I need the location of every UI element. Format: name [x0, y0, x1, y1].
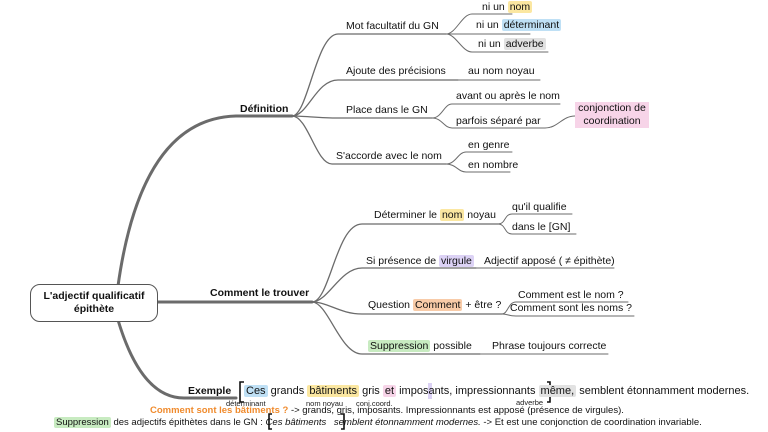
annotation-determinant: déterminant [226, 399, 266, 408]
word-batiments: bâtiments [307, 385, 360, 397]
highlight-adverbe: adverbe [503, 38, 546, 50]
branch-definition [116, 114, 294, 288]
footer-question: Comment sont les bâtiments ? [150, 405, 289, 416]
root-node[interactable]: L'adjectif qualificatif épithète [30, 284, 158, 322]
leaf-dans-le-gn: dans le [GN] [512, 221, 571, 233]
word-comma: , [449, 385, 453, 397]
root-line1: L'adjectif qualificatif [43, 290, 145, 302]
footer-line1: Comment sont les bâtiments ? -> grands, … [150, 405, 624, 416]
annotation-adverbe: adverbe [516, 398, 544, 407]
definition-label[interactable]: Définition [240, 103, 289, 115]
bracket-close-footer [341, 413, 345, 430]
leaf-adjectif-appose: Adjectif apposé ( ≠ épithète) [484, 255, 615, 267]
conjonction-box: conjonction de coordination [575, 102, 649, 128]
precisions-label[interactable]: Ajoute des précisions [346, 65, 446, 77]
footer-suppression: Suppression [54, 417, 111, 428]
highlight-determinant: déterminant [501, 19, 562, 31]
highlight-virgule: virgule [438, 255, 474, 267]
leaf-ni-un-adverbe: ni un adverbe [478, 38, 546, 50]
leaf-ni-un-determinant: ni un déterminant [476, 19, 562, 31]
word-ces: Ces [244, 385, 268, 397]
bracket-open-footer [268, 413, 272, 430]
leaf-au-nom-noyau: au nom noyau [468, 65, 535, 77]
branch-exemple [116, 318, 238, 400]
leaf-en-nombre: en nombre [468, 159, 519, 171]
comment-label[interactable]: Comment le trouver [210, 287, 310, 299]
annotation-conj-coord: conj.coord. [356, 399, 393, 408]
leaf-comment-est: Comment est le nom ? [518, 289, 624, 301]
highlight-nom: nom [507, 1, 533, 13]
leaf-comment-sont: Comment sont les noms ? [510, 302, 632, 314]
word-meme: même, [538, 385, 577, 397]
root-line2: épithète [73, 303, 115, 315]
leaf-parfois-separe: parfois séparé par [456, 115, 541, 127]
mot-facultatif-label[interactable]: Mot facultatif du GN [346, 20, 439, 32]
leaf-en-genre: en genre [468, 139, 510, 151]
word-et: et [382, 385, 397, 397]
footer-line2: Suppression des adjectifs épithètes dans… [54, 417, 702, 428]
leaf-avant-apres: avant ou après le nom [456, 90, 560, 102]
suppression-label[interactable]: Suppression possible [368, 340, 472, 352]
leaf-qu-il-qualifie: qu'il qualifie [512, 201, 567, 213]
question-label[interactable]: Question Comment + être ? [368, 299, 502, 311]
accord-label[interactable]: S'accorde avec le nom [336, 150, 442, 162]
exemple-sentence: Ces grands bâtiments gris et imposants, … [244, 385, 750, 397]
determiner-label[interactable]: Déterminer le nom noyau [374, 209, 496, 221]
exemple-label[interactable]: Exemple [188, 385, 232, 397]
leaf-ni-un-nom: ni un nom [482, 1, 533, 13]
bracket-open [239, 381, 244, 403]
highlight-nom-2: nom [439, 209, 465, 221]
highlight-comment: Comment [412, 299, 463, 311]
annotation-nom-noyau: nom noyau [306, 399, 344, 408]
place-label[interactable]: Place dans le GN [346, 104, 428, 116]
virgule-label[interactable]: Si présence de virgule [366, 255, 474, 267]
highlight-suppression: Suppression [368, 340, 431, 352]
leaf-phrase-correcte: Phrase toujours correcte [492, 340, 607, 352]
